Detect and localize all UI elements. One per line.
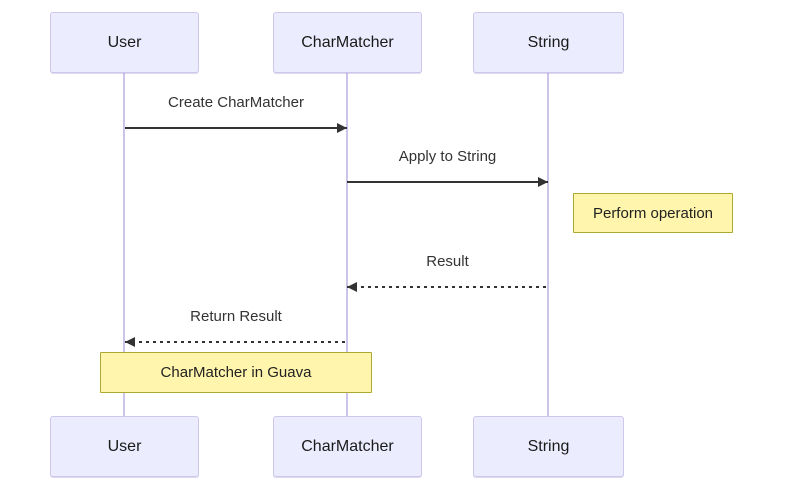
message-label-result: Result	[426, 253, 469, 270]
actor-bottom-charmatcher: CharMatcher	[273, 416, 422, 477]
actor-bottom-user: User	[50, 416, 199, 477]
actor-label: String	[527, 33, 570, 51]
lifeline-user	[123, 73, 125, 416]
message-arrow-apply-to-string	[347, 181, 548, 183]
actor-label: CharMatcher	[301, 33, 394, 51]
message-arrow-return-result	[125, 341, 347, 343]
message-label-create-charmatcher: Create CharMatcher	[168, 94, 304, 111]
actor-top-string: String	[473, 12, 624, 73]
lifeline-string	[547, 73, 549, 416]
note-label: Perform operation	[592, 204, 714, 222]
arrowhead-right-icon	[337, 123, 347, 133]
arrowhead-right-icon	[538, 177, 548, 187]
message-arrow-result	[347, 286, 548, 288]
actor-label: User	[107, 437, 142, 455]
actor-label: String	[527, 437, 570, 455]
arrowhead-left-icon	[347, 282, 357, 292]
note-label: CharMatcher in Guava	[160, 364, 312, 381]
lifeline-charmatcher	[346, 73, 348, 416]
actor-top-charmatcher: CharMatcher	[273, 12, 422, 73]
actor-bottom-string: String	[473, 416, 624, 477]
actor-label: User	[107, 33, 142, 51]
note-charmatcher-in-guava: CharMatcher in Guava	[100, 352, 372, 393]
message-arrow-create-charmatcher	[125, 127, 347, 129]
actor-top-user: User	[50, 12, 199, 73]
message-label-return-result: Return Result	[190, 308, 282, 325]
actor-label: CharMatcher	[301, 437, 394, 455]
arrowhead-left-icon	[125, 337, 135, 347]
note-perform-operation: Perform operation	[573, 193, 733, 233]
message-label-apply-to-string: Apply to String	[398, 148, 497, 165]
